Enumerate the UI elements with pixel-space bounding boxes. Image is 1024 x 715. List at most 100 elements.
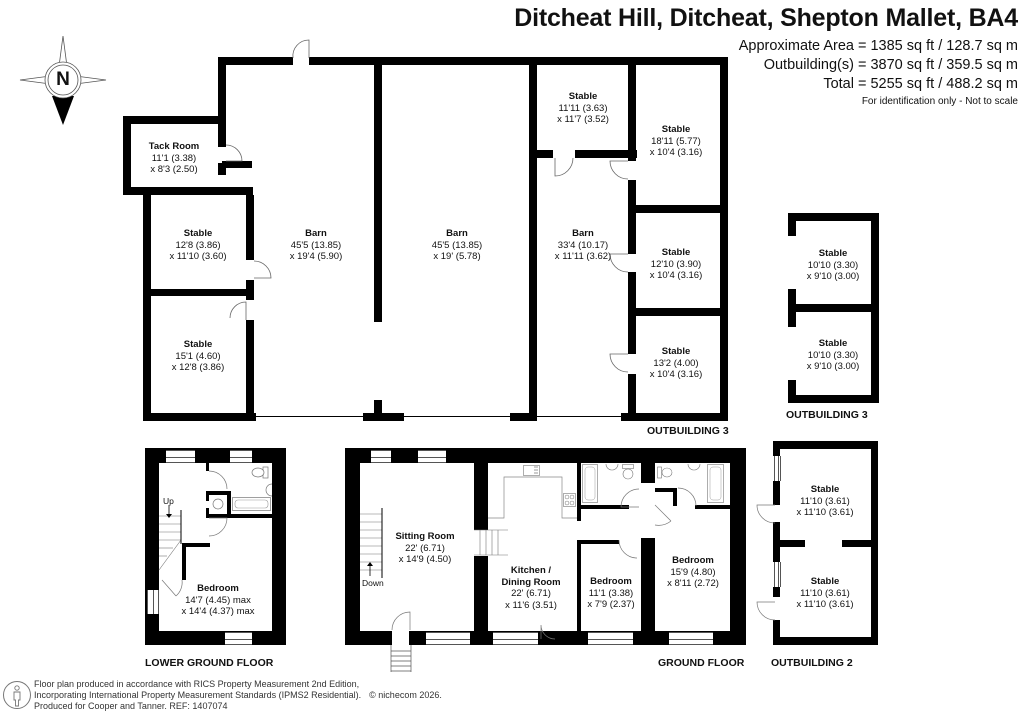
stairs-icon	[360, 508, 383, 578]
stairs-icon	[474, 529, 508, 556]
wall	[256, 416, 364, 417]
wall	[720, 57, 728, 421]
wall	[773, 481, 780, 505]
wall	[474, 448, 488, 530]
wall	[577, 463, 581, 521]
window	[225, 632, 252, 645]
wall	[474, 556, 488, 645]
door-swing-icon	[253, 260, 272, 279]
stairs-down-label: Down	[362, 578, 384, 588]
door-swing-icon	[161, 579, 183, 597]
wall	[621, 413, 728, 421]
wall	[628, 57, 636, 161]
person-info-icon	[3, 681, 31, 709]
copyright: © nichecom 2026.	[369, 690, 442, 700]
outbuildings-area: Outbuilding(s) = 3870 sq ft / 359.5 sq m	[763, 57, 1018, 73]
wall	[246, 320, 254, 421]
door-swing-icon	[620, 488, 640, 508]
wall	[145, 448, 159, 645]
wall	[537, 416, 624, 417]
entrance-steps-icon	[390, 645, 412, 672]
stairs-up-label: Up	[163, 496, 174, 506]
wall	[773, 441, 878, 449]
wall	[628, 374, 636, 421]
wall	[510, 413, 537, 421]
door-swing-icon	[208, 517, 228, 537]
wall	[788, 213, 796, 236]
window	[669, 632, 713, 645]
wall	[345, 448, 746, 463]
compass: N	[18, 34, 108, 129]
wall	[123, 116, 222, 124]
bath-icon	[582, 464, 598, 503]
window	[588, 632, 633, 645]
arrow-up-icon	[367, 562, 373, 576]
wall	[218, 57, 226, 147]
wall	[246, 280, 254, 300]
toilet-icon	[622, 464, 634, 480]
wall	[695, 505, 730, 509]
wall	[222, 161, 252, 168]
window	[426, 632, 470, 645]
wall	[143, 413, 256, 421]
wall	[143, 187, 151, 421]
window	[230, 450, 252, 463]
window	[774, 456, 781, 481]
wall	[628, 205, 728, 213]
compass-north-icon	[19, 35, 107, 125]
wall	[773, 620, 780, 645]
wall	[227, 491, 231, 518]
wall	[143, 289, 250, 296]
door-swing-icon	[225, 144, 243, 162]
shower-icon	[212, 498, 224, 510]
wall	[655, 488, 675, 492]
wall	[374, 400, 382, 414]
wall	[788, 213, 879, 221]
door-swing-icon	[677, 487, 697, 507]
wall	[206, 514, 272, 518]
property-title: Ditcheat Hill, Ditcheat, Shepton Mallet,…	[514, 4, 1018, 32]
wall	[374, 57, 382, 322]
toilet-icon	[657, 466, 673, 479]
wall	[529, 150, 553, 158]
wall	[773, 441, 780, 456]
wall	[641, 538, 655, 645]
total-area: Total = 5255 sq ft / 488.2 sq m	[823, 76, 1018, 92]
wall	[788, 395, 879, 403]
door-swing-icon	[229, 301, 247, 320]
window	[418, 450, 446, 463]
sink-icon	[605, 463, 619, 471]
sink-icon	[523, 465, 540, 476]
floor-label-outbuilding2: OUTBUILDING 2	[771, 657, 853, 669]
door-swing-icon	[554, 157, 574, 177]
wall	[628, 308, 728, 316]
wall	[788, 304, 879, 312]
compass-label: N	[56, 69, 70, 90]
door-swing-icon	[654, 504, 672, 526]
kitchen-counter-icon	[488, 476, 577, 519]
wall	[773, 587, 780, 597]
stairs-icon	[158, 510, 182, 571]
wall	[206, 491, 209, 501]
arrow-down-icon	[166, 505, 172, 518]
floor-label-outbuilding3-small: OUTBUILDING 3	[786, 409, 868, 421]
floor-label-ground: GROUND FLOOR	[658, 657, 745, 669]
footer-line-1: Floor plan produced in accordance with R…	[34, 679, 360, 689]
wall	[404, 416, 511, 417]
approximate-area: Approximate Area = 1385 sq ft / 128.7 sq…	[738, 38, 1018, 54]
footer-notes: Floor plan produced in accordance with R…	[34, 679, 442, 712]
door-swing-icon	[292, 39, 310, 59]
